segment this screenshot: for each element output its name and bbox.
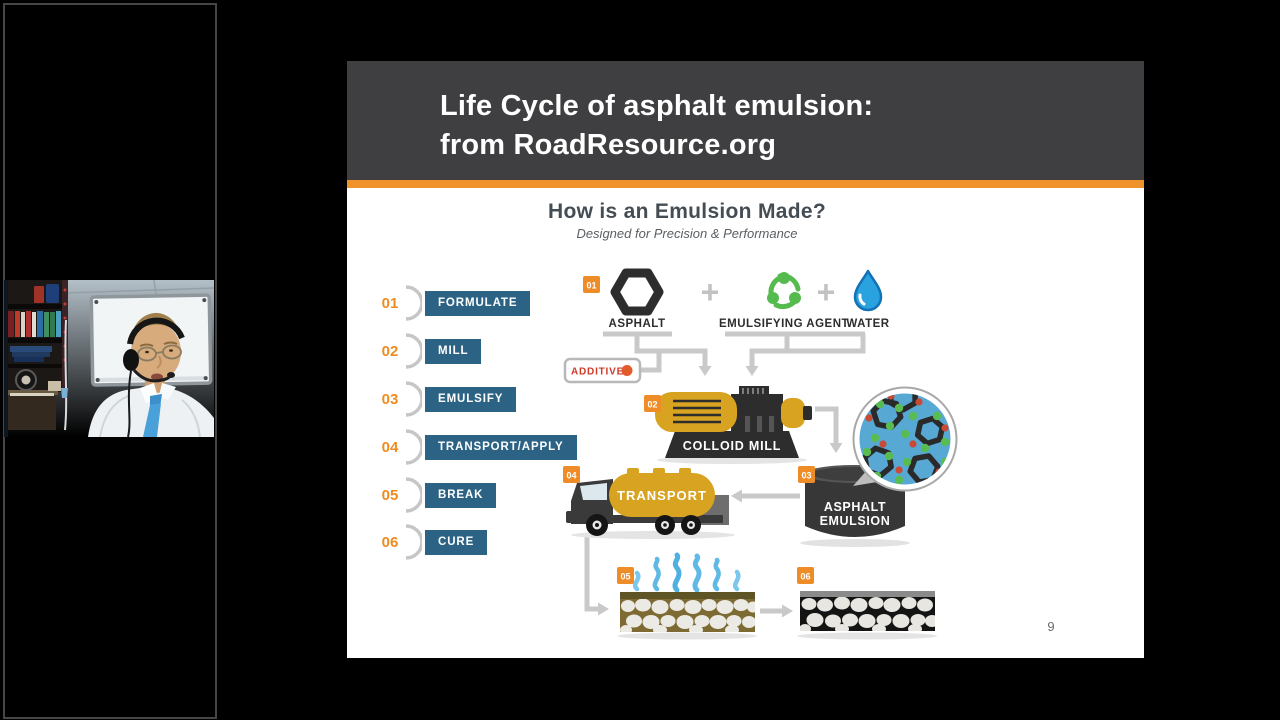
step-label: EMULSIFY bbox=[425, 386, 517, 412]
microscope-magnifier-view bbox=[852, 386, 958, 492]
svg-text:04: 04 bbox=[566, 471, 576, 481]
emulsion-process-diagram: ASPHALT + EMULSIFYING AGENT + WATER bbox=[563, 268, 958, 640]
emulsion-label-line1: ASPHALT bbox=[824, 500, 886, 514]
step-emulsify: 03 EMULSIFY bbox=[377, 380, 517, 418]
arc-decoration bbox=[405, 429, 422, 465]
arc-decoration bbox=[405, 381, 422, 417]
emulsifying-agent-molecule-icon bbox=[767, 272, 801, 310]
diagram-subheading: Designed for Precision & Performance bbox=[576, 226, 798, 241]
accent-bar bbox=[347, 180, 1144, 188]
badge-04: 04 bbox=[563, 466, 580, 483]
pavement-cured-illustration bbox=[797, 591, 937, 640]
step-label: BREAK bbox=[425, 482, 497, 508]
slide-page-number: 9 bbox=[1047, 619, 1055, 634]
flow-connectors bbox=[584, 331, 866, 614]
badge-05: 05 bbox=[617, 567, 634, 584]
step-formulate: 01 FORMULATE bbox=[377, 284, 531, 322]
pavement-breaking-illustration bbox=[617, 592, 757, 640]
arc-decoration bbox=[405, 524, 422, 560]
water-label: WATER bbox=[846, 318, 889, 330]
step-label: TRANSPORT/APPLY bbox=[425, 434, 577, 460]
asphalt-label: ASPHALT bbox=[609, 318, 666, 330]
diagram-heading: How is an Emulsion Made? bbox=[548, 200, 826, 223]
step-badges: 01 02 03 04 05 bbox=[563, 276, 815, 584]
step-transport-apply: 04 TRANSPORT/APPLY bbox=[377, 428, 577, 466]
slide-title: Life Cycle of asphalt emulsion: from Roa… bbox=[440, 87, 873, 165]
step-number: 03 bbox=[381, 390, 399, 408]
step-number: 05 bbox=[381, 486, 399, 504]
step-label: CURE bbox=[425, 529, 488, 555]
tie bbox=[143, 403, 161, 437]
step-number: 04 bbox=[381, 438, 399, 456]
desk-items bbox=[6, 319, 68, 431]
colloid-mill-label: COLLOID MILL bbox=[683, 439, 781, 453]
arc-decoration bbox=[405, 477, 422, 513]
transport-truck-illustration: TRANSPORT bbox=[566, 468, 735, 539]
water-drop-icon bbox=[853, 269, 883, 312]
additive-box: ADDITIVE bbox=[563, 357, 642, 384]
badge-01: 01 bbox=[583, 276, 600, 293]
plus-icon: + bbox=[817, 274, 836, 310]
step-mill: 02 MILL bbox=[377, 332, 482, 370]
evaporation-waves-icon bbox=[632, 552, 741, 593]
presentation-slide: Life Cycle of asphalt emulsion: from Roa… bbox=[347, 61, 1144, 658]
svg-text:02: 02 bbox=[647, 400, 657, 410]
step-number: 06 bbox=[381, 533, 399, 551]
badge-02: 02 bbox=[644, 395, 661, 412]
additive-label: ADDITIVE bbox=[571, 367, 624, 378]
plus-icon: + bbox=[701, 274, 720, 310]
slide-title-line1: Life Cycle of asphalt emulsion: bbox=[440, 90, 874, 122]
svg-text:01: 01 bbox=[586, 281, 596, 291]
step-break: 05 BREAK bbox=[377, 476, 497, 514]
step-number: 01 bbox=[381, 294, 399, 312]
flow-arrowheads bbox=[598, 366, 843, 618]
arc-decoration bbox=[405, 333, 422, 369]
arc-decoration bbox=[405, 285, 422, 321]
badge-06: 06 bbox=[797, 567, 814, 584]
slide-header: Life Cycle of asphalt emulsion: from Roa… bbox=[347, 61, 1144, 180]
svg-text:06: 06 bbox=[800, 572, 810, 582]
emulsion-label-line2: EMULSION bbox=[820, 514, 891, 528]
step-label: FORMULATE bbox=[425, 290, 531, 316]
badge-03: 03 bbox=[798, 466, 815, 483]
mouth bbox=[151, 373, 163, 381]
colloid-mill-illustration: COLLOID MILL bbox=[655, 386, 812, 464]
step-label: MILL bbox=[425, 338, 482, 364]
microphone-icon bbox=[167, 372, 175, 378]
emulsifying-agent-label: EMULSIFYING AGENT bbox=[719, 318, 849, 330]
svg-text:05: 05 bbox=[620, 572, 630, 582]
transport-label: TRANSPORT bbox=[617, 488, 707, 503]
svg-text:03: 03 bbox=[801, 471, 811, 481]
presenter bbox=[88, 312, 214, 437]
asphalt-hexagon-icon bbox=[610, 268, 664, 316]
presenter-webcam-video bbox=[4, 280, 214, 437]
slide-title-line2: from RoadResource.org bbox=[440, 129, 777, 161]
step-cure: 06 CURE bbox=[377, 523, 488, 561]
headset bbox=[123, 317, 185, 437]
additive-dot-icon bbox=[621, 365, 633, 376]
step-number: 02 bbox=[381, 342, 399, 360]
